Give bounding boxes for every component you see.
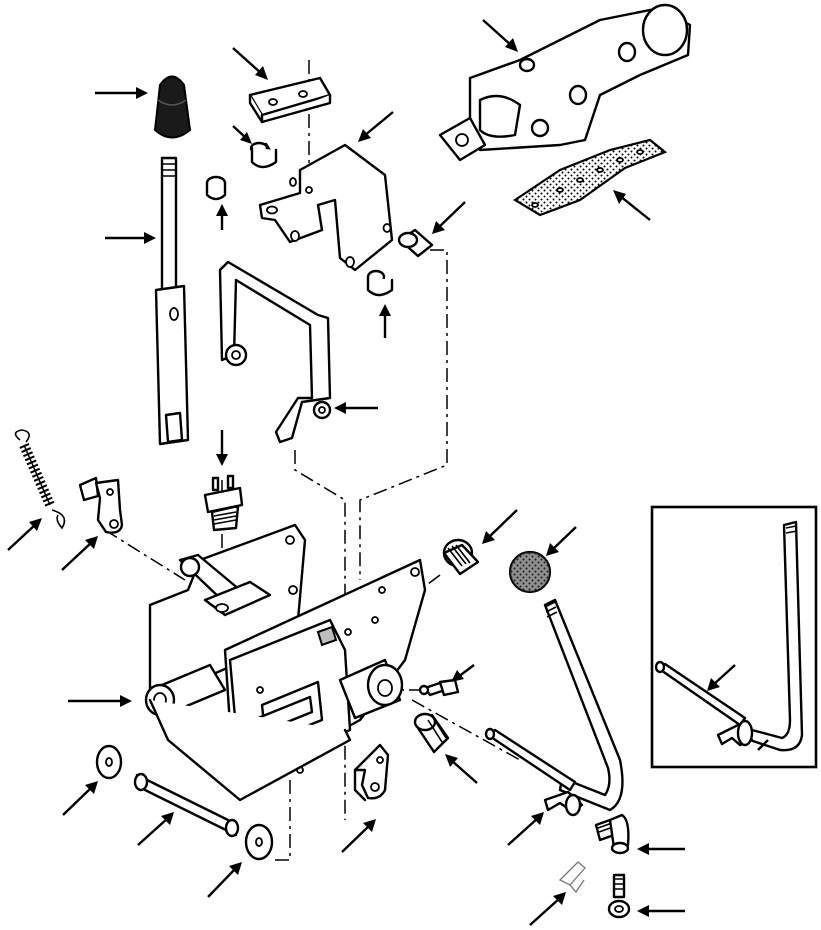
clevis	[78, 476, 124, 534]
yoke-link	[218, 260, 332, 444]
washer-left	[95, 744, 123, 780]
callout-arrows	[7, 19, 769, 926]
control-lever	[484, 598, 624, 817]
swivel-fitting	[594, 813, 630, 855]
frame	[144, 523, 427, 802]
valve	[438, 3, 692, 162]
pin	[133, 772, 240, 838]
washer-bottom	[244, 823, 274, 861]
pivot-plate	[248, 76, 332, 124]
bushing-right-2	[366, 269, 394, 297]
knob	[153, 75, 192, 139]
bearing	[413, 712, 450, 754]
bracket	[258, 143, 394, 272]
switch	[203, 474, 244, 532]
spring	[14, 429, 66, 530]
bushing-bearing	[442, 538, 480, 576]
eye-bolt	[607, 873, 631, 919]
bushing-upper-left	[249, 141, 278, 169]
inset-detail	[650, 505, 818, 769]
ball-knob	[508, 550, 552, 594]
gasket	[512, 138, 668, 217]
angle-bracket	[353, 743, 390, 802]
bushing-right	[397, 228, 434, 258]
cotter-pin	[558, 861, 586, 894]
shift-lever-rod	[154, 156, 190, 446]
grease-fitting	[418, 678, 460, 697]
bushing-upper-left-2	[205, 175, 227, 201]
